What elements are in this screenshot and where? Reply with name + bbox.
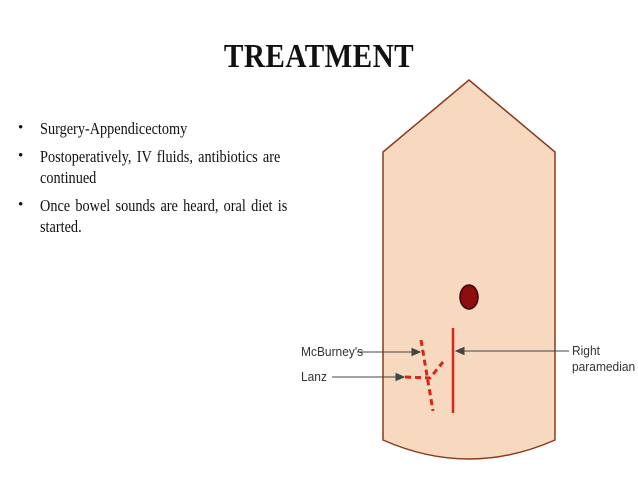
lanz-arrowhead-icon bbox=[395, 372, 406, 382]
paramedian-arrowhead-icon bbox=[454, 346, 465, 356]
bullet-item: • Postoperatively, IV fluids, antibiotic… bbox=[18, 146, 308, 188]
mcburney-incision bbox=[419, 339, 435, 412]
lanz-label: Lanz bbox=[301, 369, 327, 384]
bullet-item: • Once bowel sounds are heard, oral diet… bbox=[18, 195, 308, 237]
bullet-item: • Surgery-Appendicectomy bbox=[18, 118, 308, 139]
mcburney-label: McBurney's bbox=[301, 344, 364, 359]
umbilicus-marker bbox=[459, 284, 479, 310]
abdomen-outline bbox=[382, 79, 556, 460]
bullet-icon: • bbox=[18, 148, 24, 164]
lanz-incision bbox=[404, 361, 445, 380]
bullet-list: • Surgery-Appendicectomy • Postoperative… bbox=[18, 118, 308, 244]
pointer-arrows bbox=[332, 346, 569, 382]
bullet-text: Once bowel sounds are heard, oral diet i… bbox=[40, 196, 288, 236]
mcburney-arrowhead-icon bbox=[411, 347, 422, 357]
right-paramedian-label-line1: Right bbox=[572, 343, 600, 358]
bullet-icon: • bbox=[18, 197, 24, 213]
bullet-icon: • bbox=[18, 120, 24, 136]
slide-title: TREATMENT bbox=[223, 38, 415, 75]
bullet-text: Surgery-Appendicectomy bbox=[40, 119, 188, 138]
bullet-text: Postoperatively, IV fluids, antibiotics … bbox=[40, 147, 281, 187]
right-paramedian-label-line2: paramedian bbox=[572, 359, 636, 374]
